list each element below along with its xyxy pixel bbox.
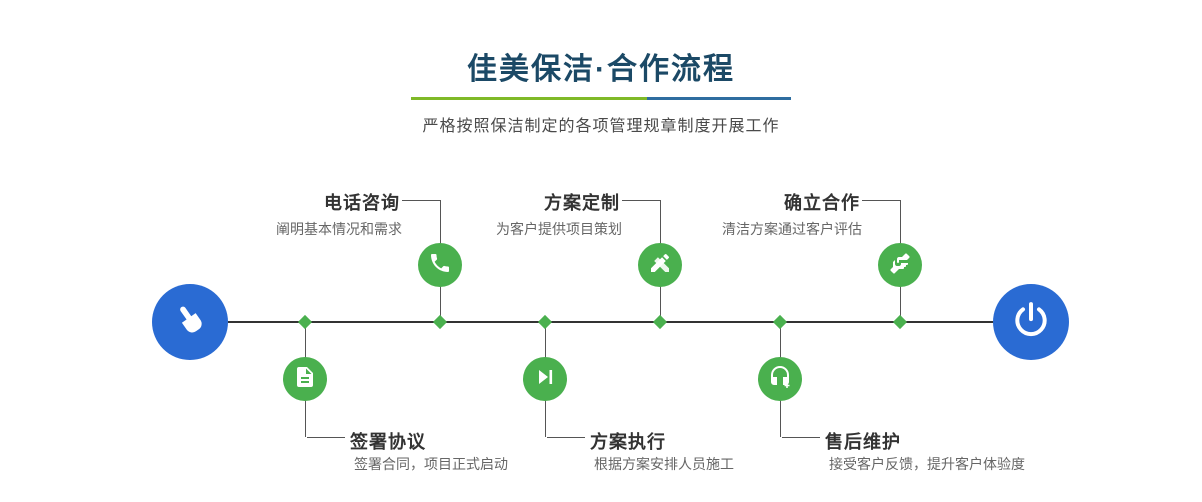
title-divider: [411, 97, 791, 100]
step-title: 方案定制: [544, 193, 620, 213]
divider-green-segment: [411, 97, 647, 100]
step-node-execution: [523, 357, 567, 401]
page-title: 佳美保洁·合作流程: [467, 53, 735, 86]
step-node-aftersales: [758, 357, 802, 401]
step-title: 方案执行: [590, 432, 666, 452]
play-icon: [533, 365, 557, 394]
power-icon: [1011, 300, 1051, 345]
handshake-icon: [888, 251, 912, 280]
connector-line: [862, 200, 900, 201]
phone-icon: [428, 251, 452, 280]
timeline-line: [228, 321, 994, 323]
step-title: 确立合作: [784, 193, 860, 213]
divider-blue-segment: [646, 97, 791, 100]
headset-plus-icon: [768, 365, 792, 394]
timeline-diamond: [432, 314, 448, 330]
step-node-phone: [418, 243, 462, 287]
step-title: 售后维护: [825, 432, 901, 452]
step-node-plan: [638, 243, 682, 287]
document-icon: [293, 365, 317, 394]
timeline-diamond: [652, 314, 668, 330]
end-node: [993, 284, 1069, 360]
page-subtitle: 严格按照保洁制定的各项管理规章制度开展工作: [422, 118, 780, 135]
connector-line: [622, 200, 660, 201]
connector-line: [547, 437, 585, 438]
crossed-pencils-icon: [648, 251, 672, 280]
timeline-diamond: [537, 314, 553, 330]
step-node-agreement: [283, 357, 327, 401]
connector-line: [307, 437, 345, 438]
step-node-cooperation: [878, 243, 922, 287]
timeline-diamond: [297, 314, 313, 330]
step-desc: 清洁方案通过客户评估: [722, 221, 862, 237]
step-desc: 阐明基本情况和需求: [276, 221, 402, 237]
step-title: 签署协议: [350, 432, 426, 452]
step-desc: 接受客户反馈，提升客户体验度: [829, 456, 1025, 472]
timeline-diamond: [772, 314, 788, 330]
step-desc: 根据方案安排人员施工: [594, 456, 734, 472]
pointing-hand-icon: [171, 301, 209, 344]
timeline-diamond: [892, 314, 908, 330]
step-desc: 为客户提供项目策划: [496, 221, 622, 237]
step-title: 电话咨询: [324, 193, 400, 213]
connector-line: [402, 200, 440, 201]
start-node: [152, 284, 228, 360]
connector-line: [782, 437, 820, 438]
step-desc: 签署合同，项目正式启动: [354, 456, 508, 472]
